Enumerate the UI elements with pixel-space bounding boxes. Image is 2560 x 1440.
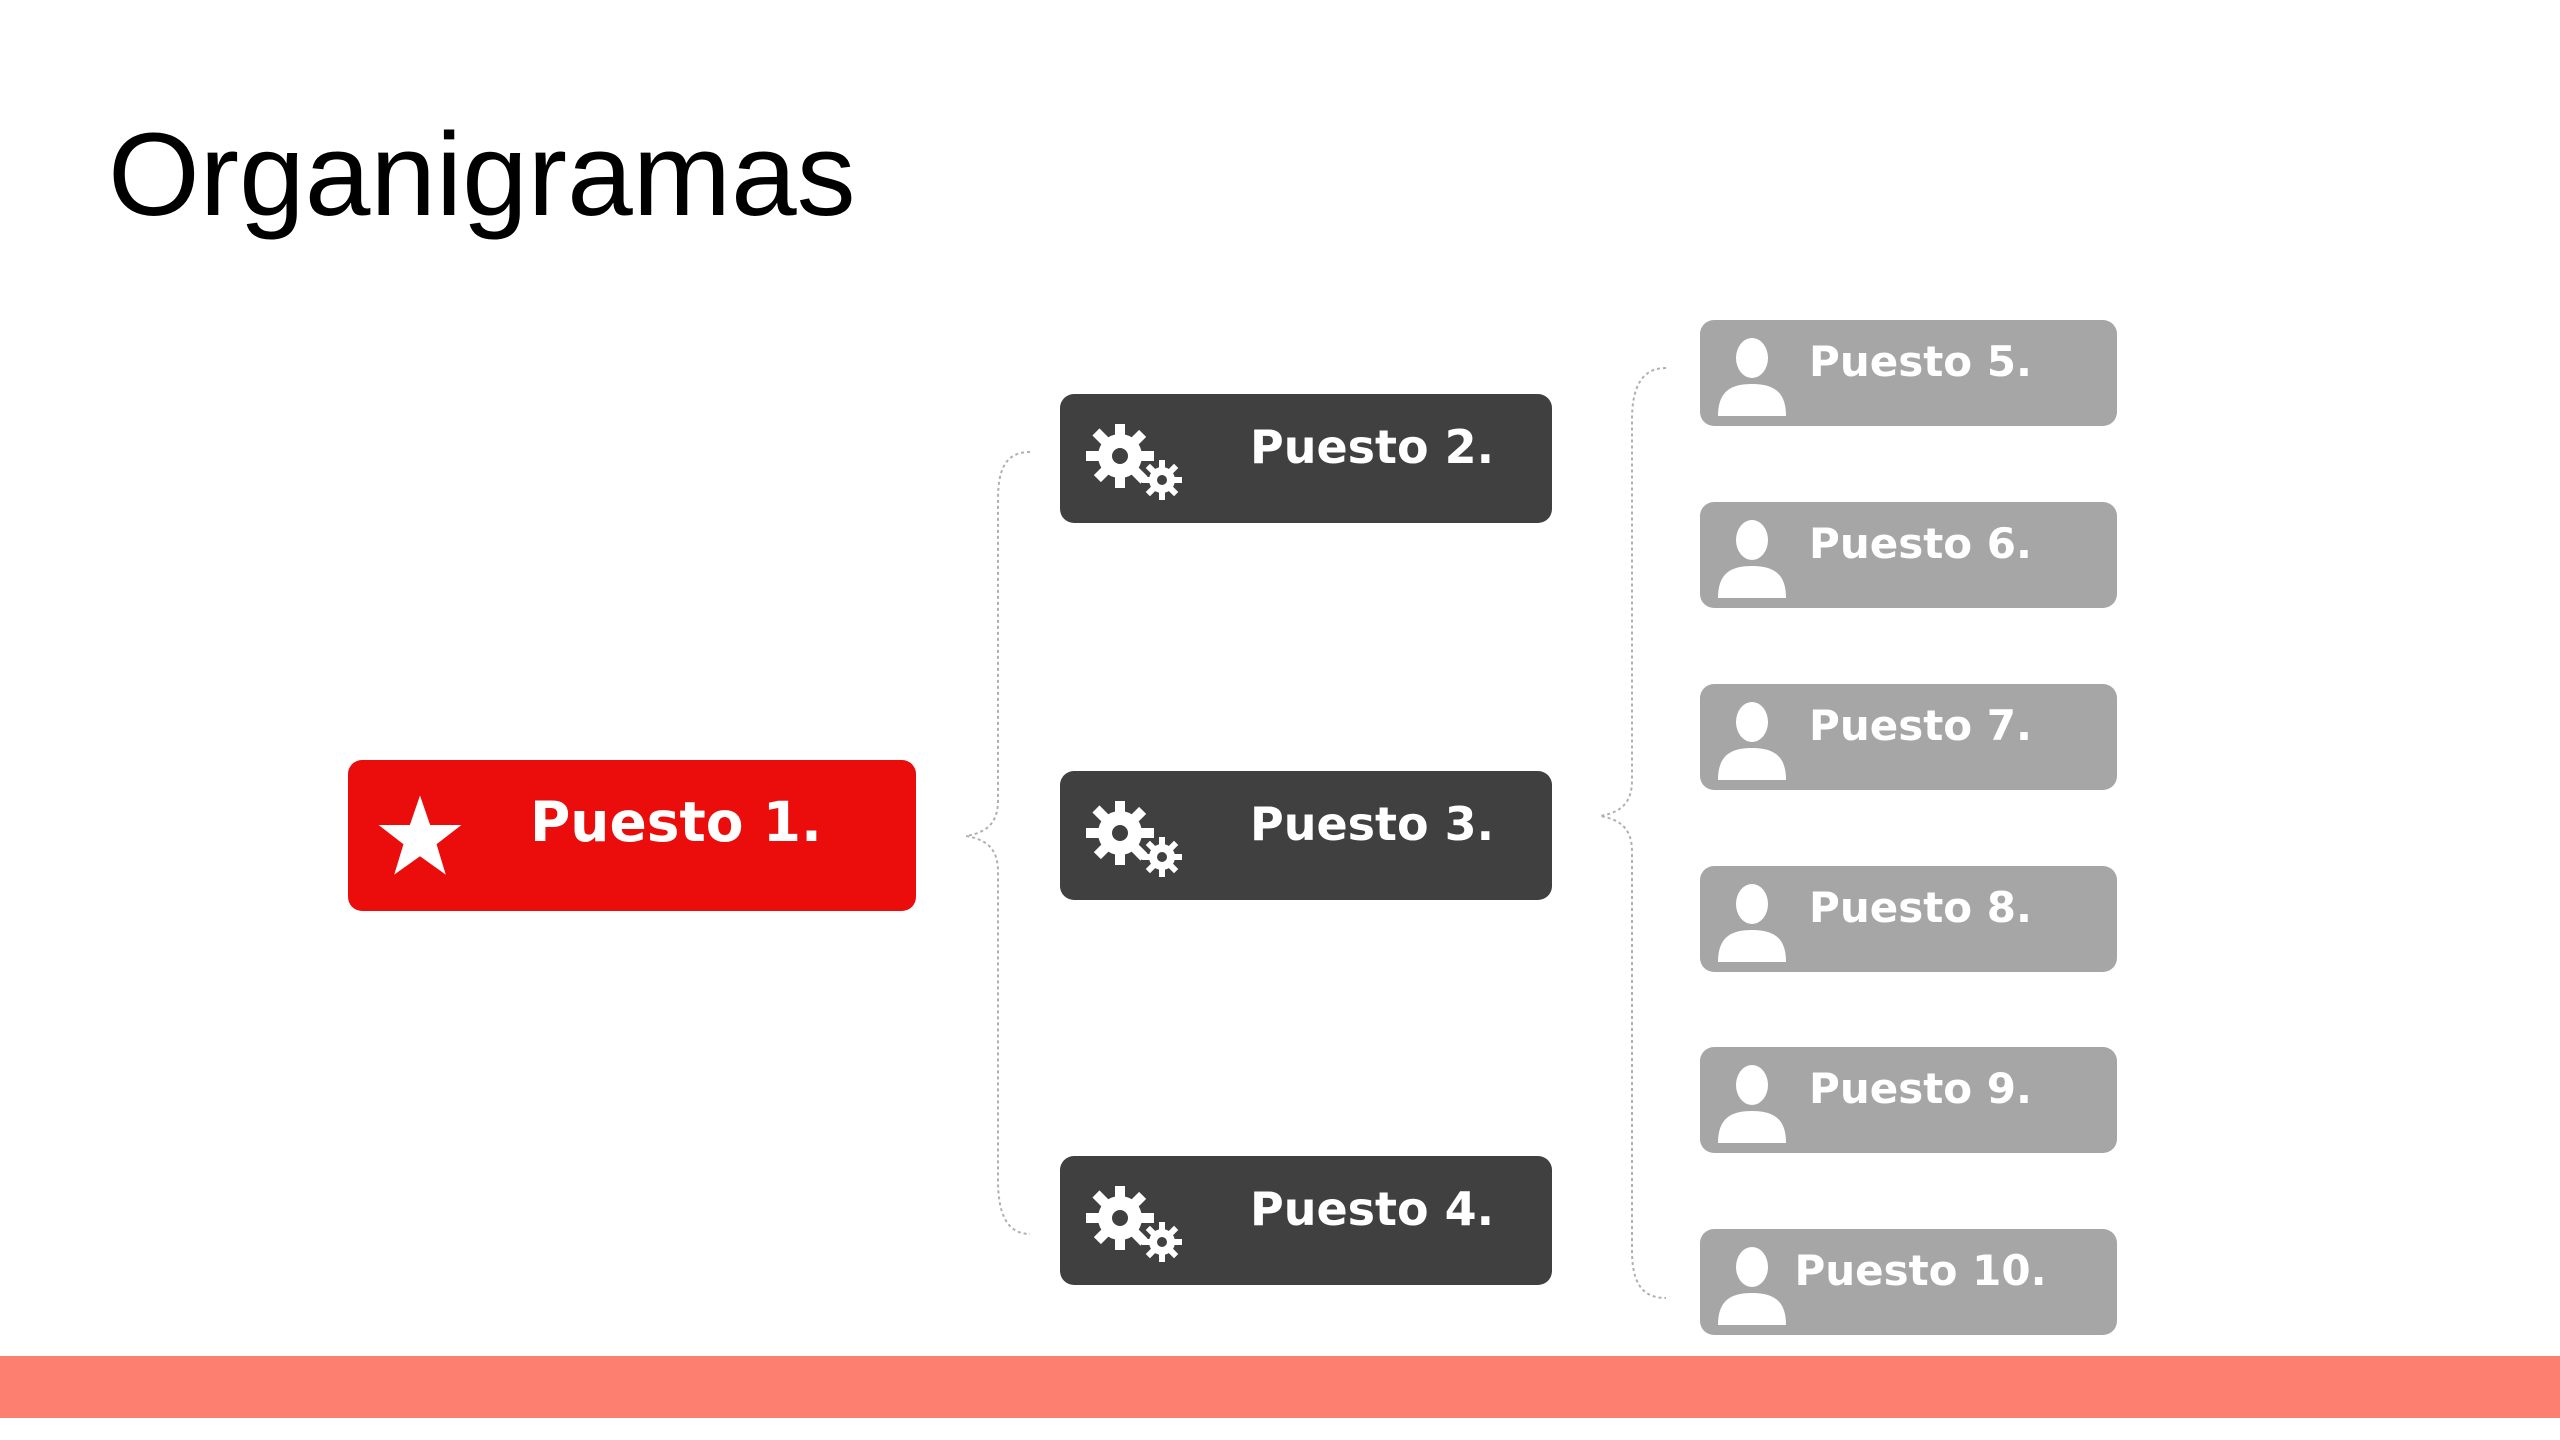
node-label: Puesto 9. — [1809, 1064, 2032, 1113]
node-label: Puesto 3. — [1250, 797, 1495, 851]
person-icon — [1718, 520, 1786, 598]
person-icon — [1718, 702, 1786, 780]
node-label: Puesto 7. — [1809, 701, 2032, 750]
node-label: Puesto 5. — [1809, 337, 2032, 386]
node-label: Puesto 8. — [1809, 883, 2032, 932]
node-label: Puesto 4. — [1250, 1182, 1495, 1236]
node-label: Puesto 2. — [1250, 420, 1495, 474]
node-puesto-5[interactable]: Puesto 5. — [1700, 320, 2117, 426]
gears-icon — [1086, 424, 1182, 500]
star-icon — [378, 795, 462, 875]
brace-level2-to-level3 — [1599, 367, 1667, 1299]
node-label: Puesto 1. — [530, 790, 822, 854]
node-puesto-1[interactable]: Puesto 1. — [348, 760, 916, 911]
node-puesto-2[interactable]: Puesto 2. — [1060, 394, 1552, 523]
gears-icon — [1086, 801, 1182, 877]
node-puesto-3[interactable]: Puesto 3. — [1060, 771, 1552, 900]
person-icon — [1718, 1247, 1786, 1325]
node-label: Puesto 6. — [1809, 519, 2032, 568]
gears-icon — [1086, 1186, 1182, 1262]
person-icon — [1718, 884, 1786, 962]
node-puesto-8[interactable]: Puesto 8. — [1700, 866, 2117, 972]
node-puesto-10[interactable]: Puesto 10. — [1700, 1229, 2117, 1335]
footer-accent-bar — [0, 1356, 2560, 1418]
node-puesto-9[interactable]: Puesto 9. — [1700, 1047, 2117, 1153]
node-label: Puesto 10. — [1794, 1246, 2047, 1295]
person-icon — [1718, 1065, 1786, 1143]
brace-level1-to-level2 — [965, 451, 1031, 1235]
node-puesto-7[interactable]: Puesto 7. — [1700, 684, 2117, 790]
node-puesto-4[interactable]: Puesto 4. — [1060, 1156, 1552, 1285]
page-title: Organigramas — [108, 109, 856, 241]
person-icon — [1718, 338, 1786, 416]
node-puesto-6[interactable]: Puesto 6. — [1700, 502, 2117, 608]
